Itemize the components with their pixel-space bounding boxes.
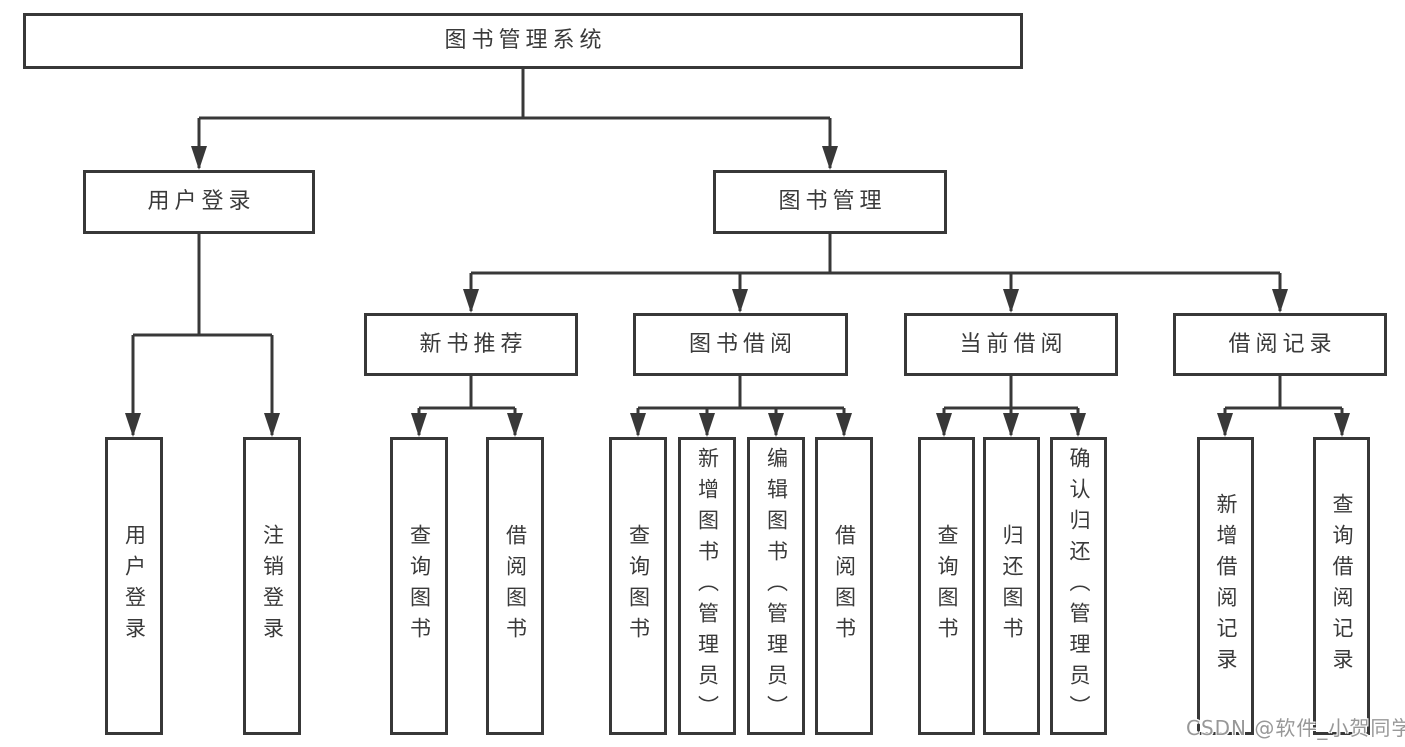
leaf-bb-borrow-book: 借阅图书	[815, 437, 873, 735]
leaf-bb-edit-book: 编辑图书（管理员）	[747, 437, 805, 735]
leaf-cb-return-book: 归还图书	[983, 437, 1040, 735]
wire-book-borrow-children	[636, 376, 846, 435]
arrowhead	[264, 413, 280, 437]
node-user-login: 用户登录	[83, 170, 315, 234]
leaf-br-query-record-label: 查询借阅记录	[1330, 493, 1354, 679]
arrowhead	[191, 146, 207, 170]
leaf-user-login-label: 用户登录	[122, 524, 147, 648]
csdn-watermark: CSDN @软件_小贺同学	[1186, 716, 1405, 740]
leaf-bb-borrow-book-label: 借阅图书	[832, 524, 857, 648]
wire-root-to-level2	[197, 69, 832, 168]
leaf-logout: 注销登录	[243, 437, 301, 735]
arrowhead	[125, 413, 141, 437]
arrowhead	[411, 413, 427, 437]
arrowhead	[1272, 289, 1288, 313]
leaf-user-login: 用户登录	[105, 437, 163, 735]
arrowhead	[768, 413, 784, 437]
leaf-bb-query-book: 查询图书	[609, 437, 667, 735]
wire-new-book-rec-children	[417, 376, 517, 435]
arrowhead	[936, 413, 952, 437]
arrowhead	[1003, 413, 1019, 437]
node-new-book-rec: 新书推荐	[364, 313, 578, 376]
connector-paths	[131, 69, 1344, 435]
leaf-bb-edit-book-label: 编辑图书（管理员）	[764, 446, 789, 726]
leaf-bb-query-book-label: 查询图书	[626, 524, 651, 648]
node-current-borrow: 当前借阅	[904, 313, 1118, 376]
leaf-br-add-record-label: 新增借阅记录	[1214, 493, 1238, 679]
leaf-br-query-record: 查询借阅记录	[1313, 437, 1370, 735]
node-root-label: 图书管理系统	[444, 28, 607, 53]
leaf-nbr-borrow-book: 借阅图书	[486, 437, 544, 735]
wire-book-mgmt-children	[469, 234, 1282, 311]
arrowhead	[1070, 413, 1086, 437]
node-root: 图书管理系统	[23, 13, 1023, 69]
arrowhead	[507, 413, 523, 437]
leaf-bb-add-book-label: 新增图书（管理员）	[695, 446, 720, 726]
node-borrow-record: 借阅记录	[1173, 313, 1387, 376]
node-borrow-record-label: 借阅记录	[1228, 331, 1337, 357]
arrowhead	[732, 289, 748, 313]
node-current-borrow-label: 当前借阅	[959, 331, 1068, 357]
arrowhead	[1003, 289, 1019, 313]
leaf-nbr-query-book-label: 查询图书	[407, 524, 432, 648]
arrowhead	[463, 289, 479, 313]
leaf-nbr-borrow-book-label: 借阅图书	[503, 524, 528, 648]
node-book-mgmt-label: 图书管理	[778, 189, 887, 214]
arrowhead	[630, 413, 646, 437]
node-book-borrow: 图书借阅	[633, 313, 848, 376]
leaf-nbr-query-book: 查询图书	[390, 437, 448, 735]
leaf-cb-return-book-label: 归还图书	[1000, 524, 1024, 648]
arrowhead	[699, 413, 715, 437]
leaf-cb-confirm-return-label: 确认归还（管理员）	[1067, 446, 1091, 726]
arrowheads	[125, 146, 1350, 437]
arrowhead	[1217, 413, 1233, 437]
leaf-cb-query-book-label: 查询图书	[935, 524, 959, 648]
wire-borrow-record-children	[1223, 376, 1344, 435]
leaf-bb-add-book: 新增图书（管理员）	[678, 437, 736, 735]
node-book-mgmt: 图书管理	[713, 170, 947, 234]
node-book-borrow-label: 图书借阅	[688, 331, 797, 357]
node-new-book-rec-label: 新书推荐	[419, 331, 528, 357]
arrowhead	[1334, 413, 1350, 437]
node-user-login-label: 用户登录	[147, 189, 256, 214]
leaf-cb-query-book: 查询图书	[918, 437, 975, 735]
wire-user-login-children	[131, 234, 274, 435]
arrowhead	[822, 146, 838, 170]
leaf-br-add-record: 新增借阅记录	[1197, 437, 1254, 735]
leaf-cb-confirm-return: 确认归还（管理员）	[1050, 437, 1107, 735]
leaf-logout-label: 注销登录	[260, 524, 285, 648]
arrowhead	[836, 413, 852, 437]
